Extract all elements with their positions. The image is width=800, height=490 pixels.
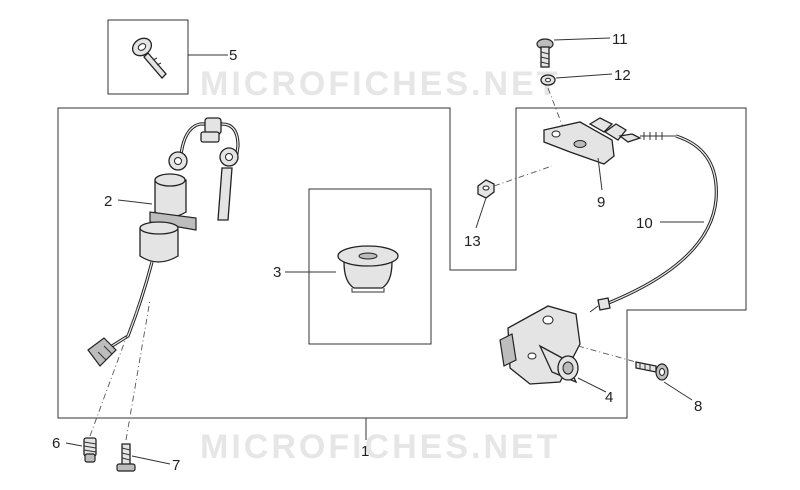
fuel-cap-box [308, 188, 432, 345]
leader-13 [475, 197, 487, 229]
screw-11-icon [536, 38, 554, 68]
axis-screw-8 [577, 345, 637, 363]
axis-nut-13 [493, 165, 553, 187]
screw-8-icon [635, 361, 669, 381]
bracket-icon [543, 117, 627, 165]
key-icon [131, 37, 167, 79]
callout-7: 7 [172, 457, 180, 474]
callout-11: 11 [612, 31, 628, 48]
assembly-frame [57, 107, 747, 419]
callout-8: 8 [694, 398, 702, 415]
leader-11 [553, 37, 611, 41]
leader-8 [663, 381, 693, 401]
ignition-switch-icon [87, 117, 240, 367]
leader-2 [117, 199, 153, 205]
callout-3: 3 [273, 264, 281, 281]
callout-5: 5 [229, 47, 237, 64]
callout-10: 10 [636, 215, 653, 232]
callout-6: 6 [52, 435, 60, 452]
callout-9: 9 [597, 194, 605, 211]
callout-2: 2 [104, 193, 112, 210]
watermark-bottom: MICROFICHES.NET [200, 428, 560, 466]
callout-4: 4 [605, 389, 613, 406]
watermark-top: MICROFICHES.NET [200, 65, 560, 103]
leader-12 [555, 73, 613, 79]
axis-screw-11 [547, 87, 565, 131]
screw-7-icon [116, 443, 136, 472]
leader-7 [131, 455, 171, 465]
lock-body-icon [499, 305, 581, 385]
callout-1: 1 [361, 443, 369, 460]
screw-6-icon [83, 437, 97, 463]
leader-9 [597, 157, 603, 191]
nut-13-icon [477, 179, 495, 199]
leader-6 [65, 442, 83, 447]
callout-13: 13 [464, 233, 481, 250]
cable-icon [589, 132, 718, 313]
key-box [107, 19, 189, 95]
leader-4 [577, 377, 607, 393]
axis-screw-6 [89, 299, 141, 437]
fuel-cap-icon [337, 245, 399, 293]
callout-12: 12 [614, 67, 631, 84]
axis-screw-7 [125, 299, 151, 441]
washer-12-icon [540, 74, 556, 86]
